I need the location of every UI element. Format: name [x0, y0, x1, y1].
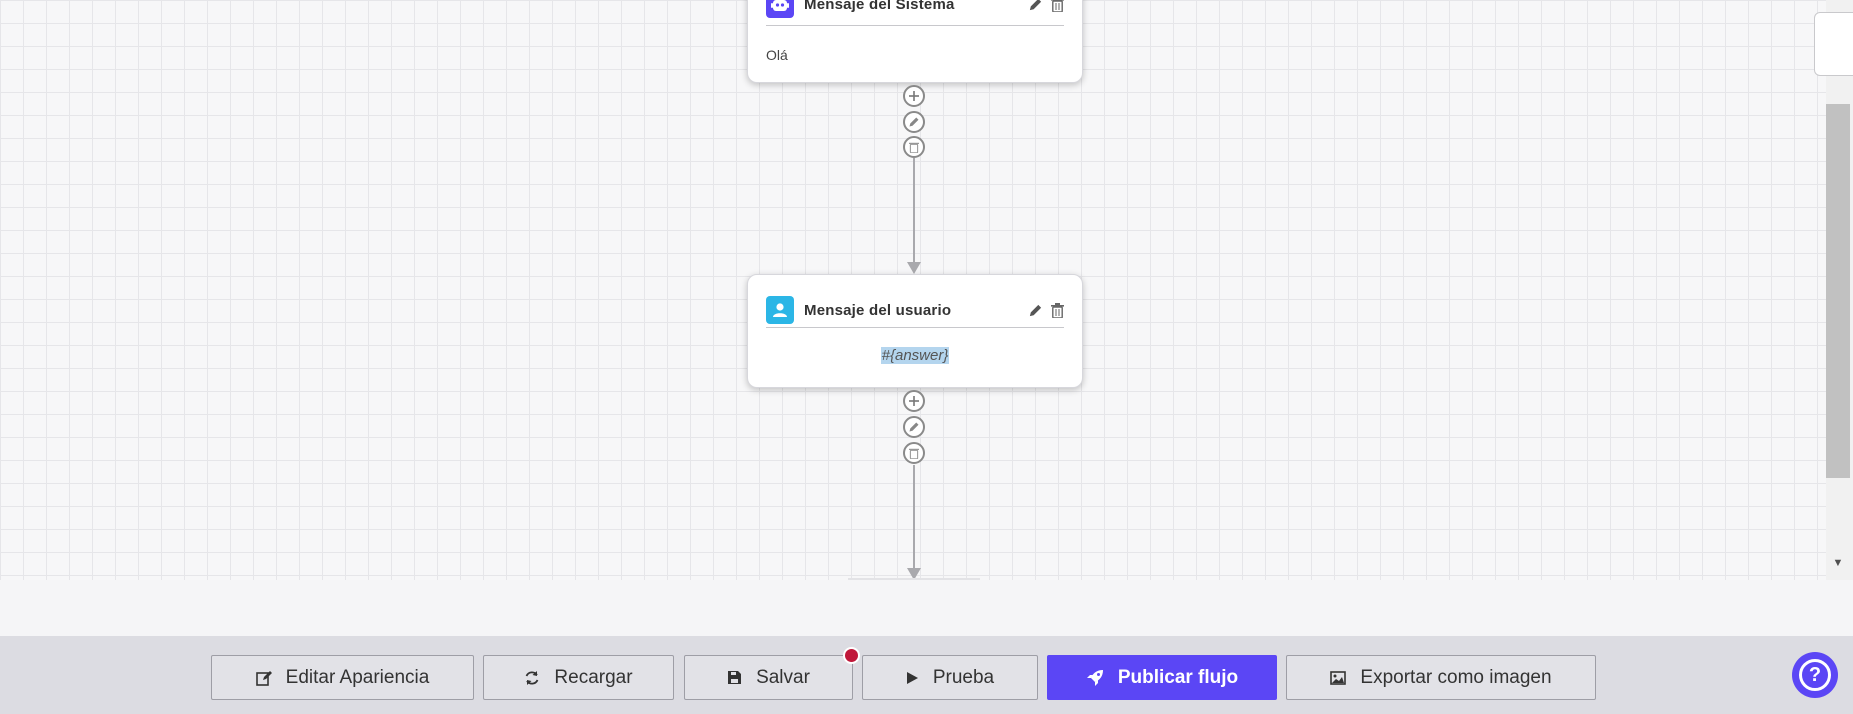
node-header: Mensaje del Sistema [766, 0, 1064, 26]
question-mark-icon: ? [1799, 659, 1831, 691]
edit-appearance-button[interactable]: Editar Apariencia [211, 655, 474, 700]
next-node-edge [848, 578, 980, 580]
node-header: Mensaje del usuario [766, 293, 1064, 328]
edit-connection-button[interactable] [903, 416, 925, 438]
add-node-button[interactable] [903, 390, 925, 412]
arrow-down-icon [907, 262, 921, 274]
plus-icon [909, 396, 919, 406]
trash-icon [909, 448, 919, 459]
node-user-message[interactable]: Mensaje del usuario #{answer} [747, 274, 1083, 388]
node-message-text: Olá [766, 47, 788, 63]
unsaved-changes-badge [843, 647, 860, 664]
node-system-message[interactable]: Mensaje del Sistema Olá [747, 0, 1083, 83]
arrow-down-icon [907, 568, 921, 580]
trash-icon[interactable] [1051, 302, 1064, 318]
flow-canvas[interactable]: Mensaje del Sistema Olá Mensaje [0, 0, 1826, 580]
publish-flow-label: Publicar flujo [1117, 666, 1239, 688]
scrollbar-thumb[interactable] [1826, 104, 1850, 478]
edit-connection-button[interactable] [903, 111, 925, 133]
edit-icon [255, 670, 272, 686]
user-icon [766, 296, 794, 324]
pencil-icon [909, 422, 919, 432]
save-button[interactable]: Salvar [684, 655, 853, 700]
pencil-icon [909, 117, 919, 127]
export-image-button[interactable]: Exportar como imagen [1286, 655, 1596, 700]
side-panel-tab[interactable] [1814, 12, 1853, 76]
pencil-icon[interactable] [1028, 303, 1043, 318]
add-node-button[interactable] [903, 85, 925, 107]
plus-icon [909, 91, 919, 101]
rocket-icon [1086, 669, 1104, 687]
node-title: Mensaje del usuario [804, 301, 952, 319]
delete-connection-button[interactable] [903, 442, 925, 464]
reload-button[interactable]: Recargar [483, 655, 674, 700]
test-button[interactable]: Prueba [862, 655, 1038, 700]
connector-line [913, 158, 915, 263]
answer-variable: #{answer} [880, 347, 950, 364]
edit-appearance-label: Editar Apariencia [285, 666, 430, 688]
help-button[interactable]: ? [1792, 652, 1838, 698]
export-image-label: Exportar como imagen [1360, 666, 1552, 688]
robot-icon [766, 0, 794, 18]
node-title: Mensaje del Sistema [804, 0, 955, 13]
floppy-disk-icon [727, 670, 742, 685]
pencil-icon[interactable] [1028, 0, 1043, 12]
publish-flow-button[interactable]: Publicar flujo [1047, 655, 1277, 700]
connector-line [913, 465, 915, 571]
reload-label: Recargar [554, 666, 633, 688]
play-icon [906, 671, 919, 685]
trash-icon[interactable] [1051, 0, 1064, 12]
save-label: Salvar [756, 666, 810, 688]
trash-icon [909, 142, 919, 153]
test-label: Prueba [932, 666, 995, 688]
scroll-down-arrow-icon[interactable]: ▼ [1832, 557, 1844, 569]
refresh-icon [524, 670, 540, 686]
image-icon [1330, 670, 1347, 685]
delete-connection-button[interactable] [903, 136, 925, 158]
